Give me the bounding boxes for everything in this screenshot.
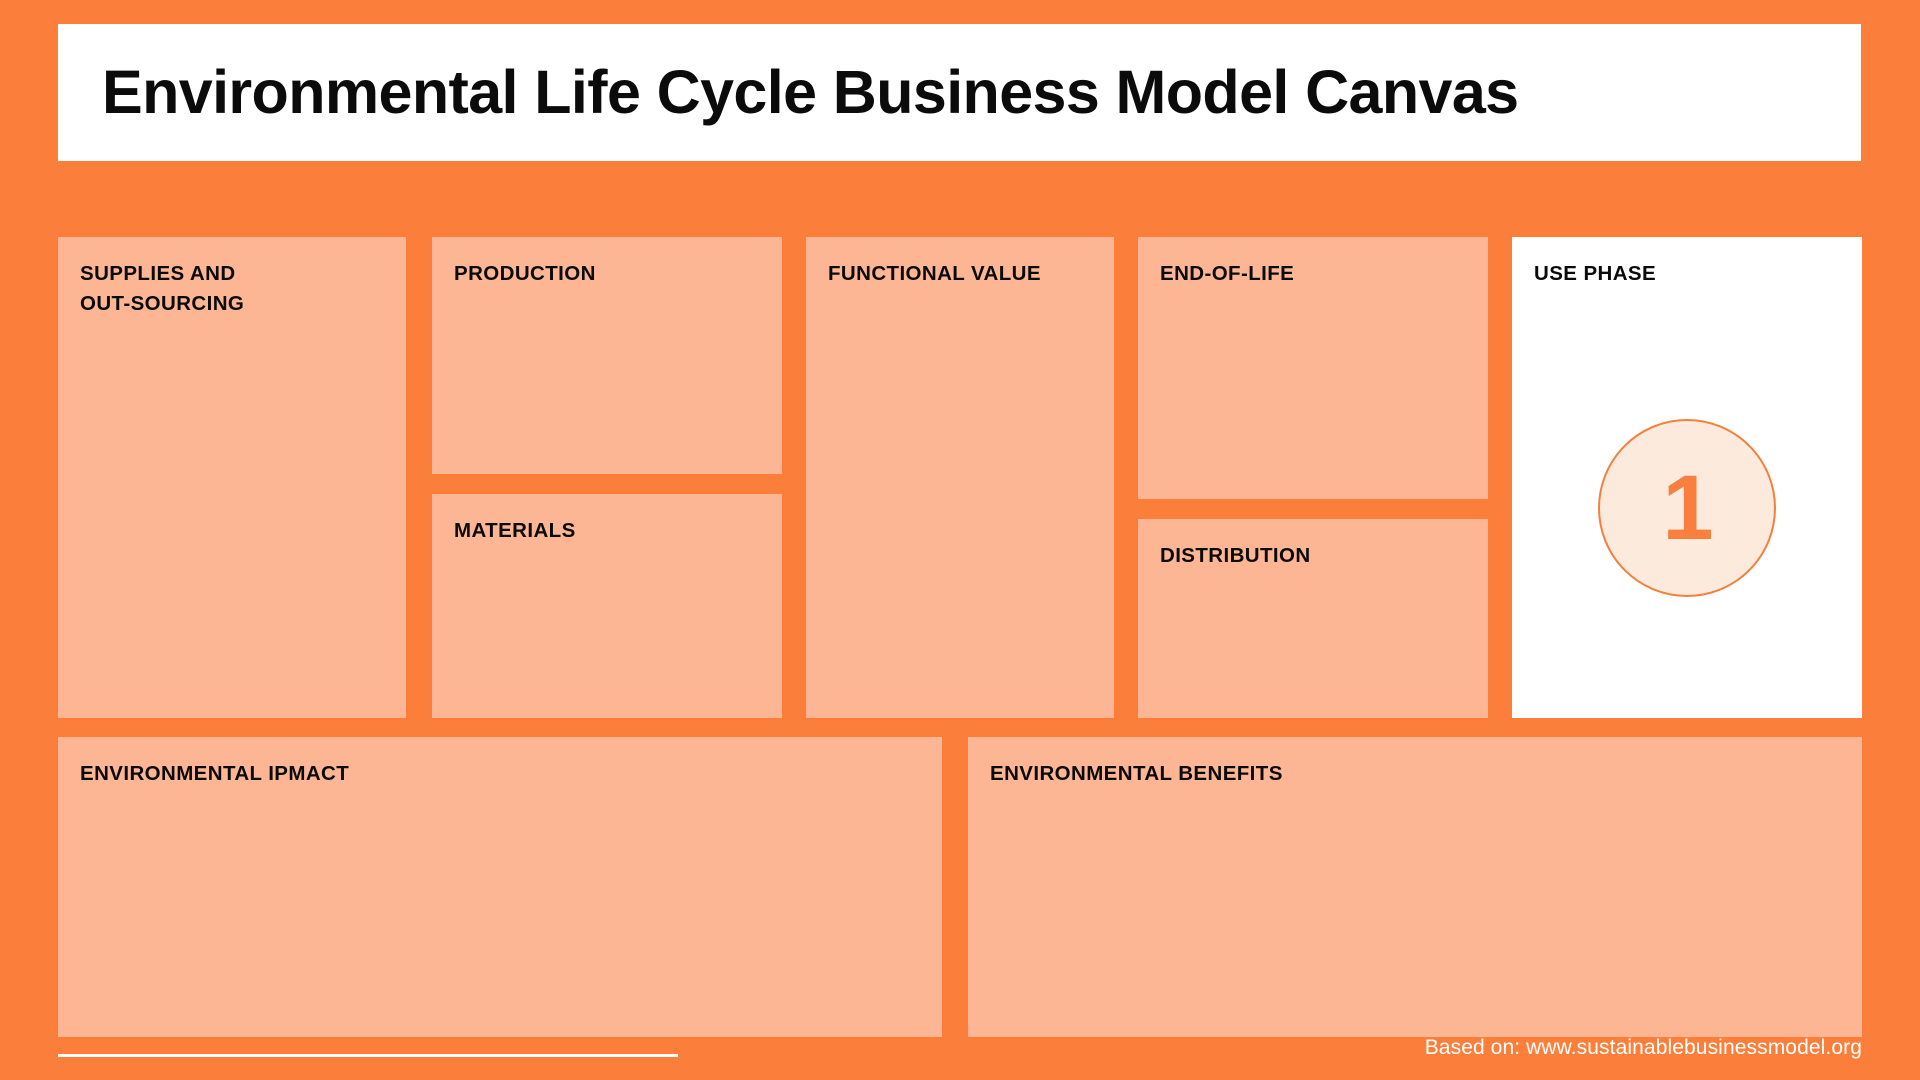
block-label-end-of-life: END-OF-LIFE	[1160, 262, 1295, 285]
footer-credit: Based on: www.sustainablebusinessmodel.o…	[1424, 1036, 1862, 1059]
canvas-block-production[interactable]: PRODUCTION	[432, 237, 782, 474]
canvas-block-environmental-impact[interactable]: ENVIRONMENTAL IPMACT	[58, 737, 942, 1037]
canvas-block-functional-value[interactable]: FUNCTIONAL VALUE	[806, 237, 1114, 718]
block-label-supplies: SUPPLIES AND OUT-SOURCING	[80, 262, 245, 316]
canvas-block-materials[interactable]: MATERIALS	[432, 494, 782, 718]
canvas-block-supplies-and-out-sourcing[interactable]: SUPPLIES AND OUT-SOURCING	[58, 237, 406, 718]
canvas-block-use-phase[interactable]: USE PHASE 1	[1512, 237, 1862, 718]
canvas-block-distribution[interactable]: DISTRIBUTION	[1138, 519, 1488, 718]
block-label-distribution: DISTRIBUTION	[1160, 544, 1311, 567]
block-label-environmental-impact: ENVIRONMENTAL IPMACT	[80, 762, 350, 785]
block-label-functional-value: FUNCTIONAL VALUE	[828, 262, 1041, 285]
use-phase-step-badge: 1	[1598, 419, 1776, 597]
block-label-production: PRODUCTION	[454, 262, 596, 285]
footer-divider	[58, 1054, 678, 1057]
block-label-use-phase: USE PHASE	[1534, 262, 1657, 285]
canvas-block-end-of-life[interactable]: END-OF-LIFE	[1138, 237, 1488, 499]
block-label-materials: MATERIALS	[454, 519, 576, 542]
use-phase-step-number: 1	[1662, 457, 1713, 559]
canvas-block-environmental-benefits[interactable]: ENVIRONMENTAL BENEFITS	[968, 737, 1862, 1037]
block-label-environmental-benefits: ENVIRONMENTAL BENEFITS	[990, 762, 1283, 785]
page-title: Environmental Life Cycle Business Model …	[102, 58, 1519, 127]
title-bar: Environmental Life Cycle Business Model …	[58, 24, 1861, 161]
